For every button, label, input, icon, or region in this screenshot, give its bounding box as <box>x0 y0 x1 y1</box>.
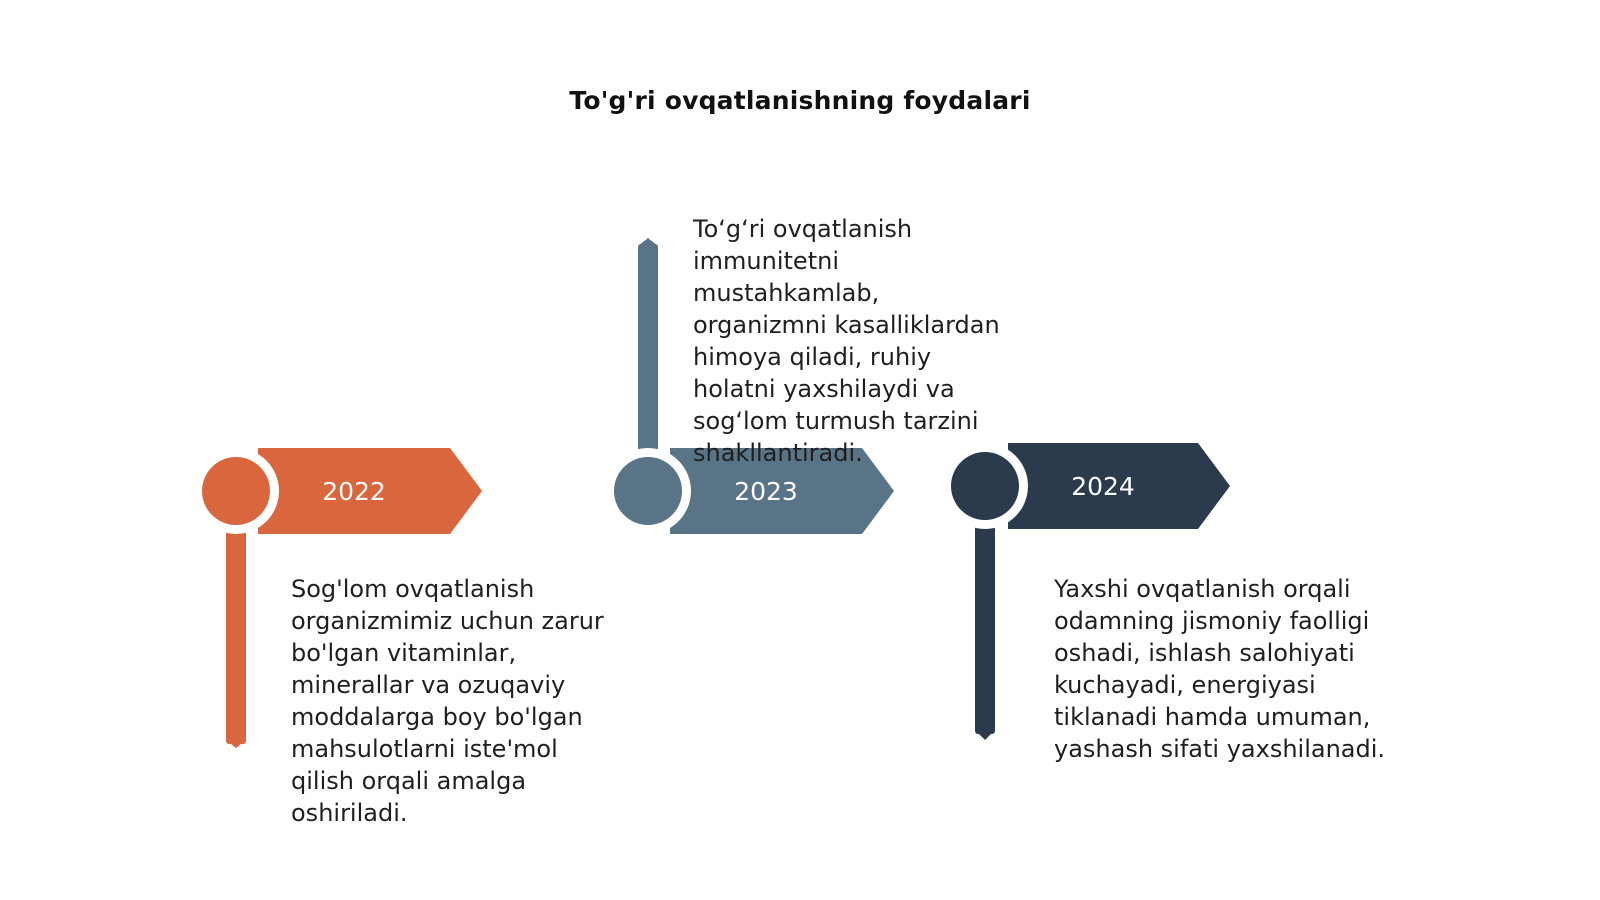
year-label-2022: 2022 <box>322 477 386 506</box>
timeline-stem-tip-2022 <box>226 740 246 748</box>
year-arrow-2024 <box>1008 443 1230 529</box>
step-description-2022: Sog'lom ovqatlanish organizmimiz uchun z… <box>291 575 604 827</box>
year-arrow-2022 <box>258 448 482 534</box>
timeline-stem-2022 <box>226 522 246 744</box>
timeline-stem-2024 <box>975 520 995 734</box>
timeline-node-2024 <box>951 452 1019 520</box>
year-label-2024: 2024 <box>1071 472 1135 501</box>
timeline-stem-2023 <box>638 244 658 454</box>
timeline-step-2024: 2024 <box>942 443 1230 740</box>
timeline-node-2023 <box>614 457 682 525</box>
timeline-node-2022 <box>202 457 270 525</box>
year-label-2023: 2023 <box>734 477 798 506</box>
page-title: To'g'ri ovqatlanishning foydalari <box>569 86 1031 115</box>
step-description-2024: Yaxshi ovqatlanish orqali odamning jismo… <box>1054 575 1386 763</box>
timeline-step-2023: 2023 <box>605 238 894 534</box>
step-description-2023: To‘g‘ri ovqatlanish immunitetni mustahka… <box>693 215 1000 467</box>
year-arrow-2023 <box>670 448 894 534</box>
timeline-step-2022: 2022 <box>193 448 482 748</box>
timeline-stem-tip-2024 <box>975 730 995 740</box>
